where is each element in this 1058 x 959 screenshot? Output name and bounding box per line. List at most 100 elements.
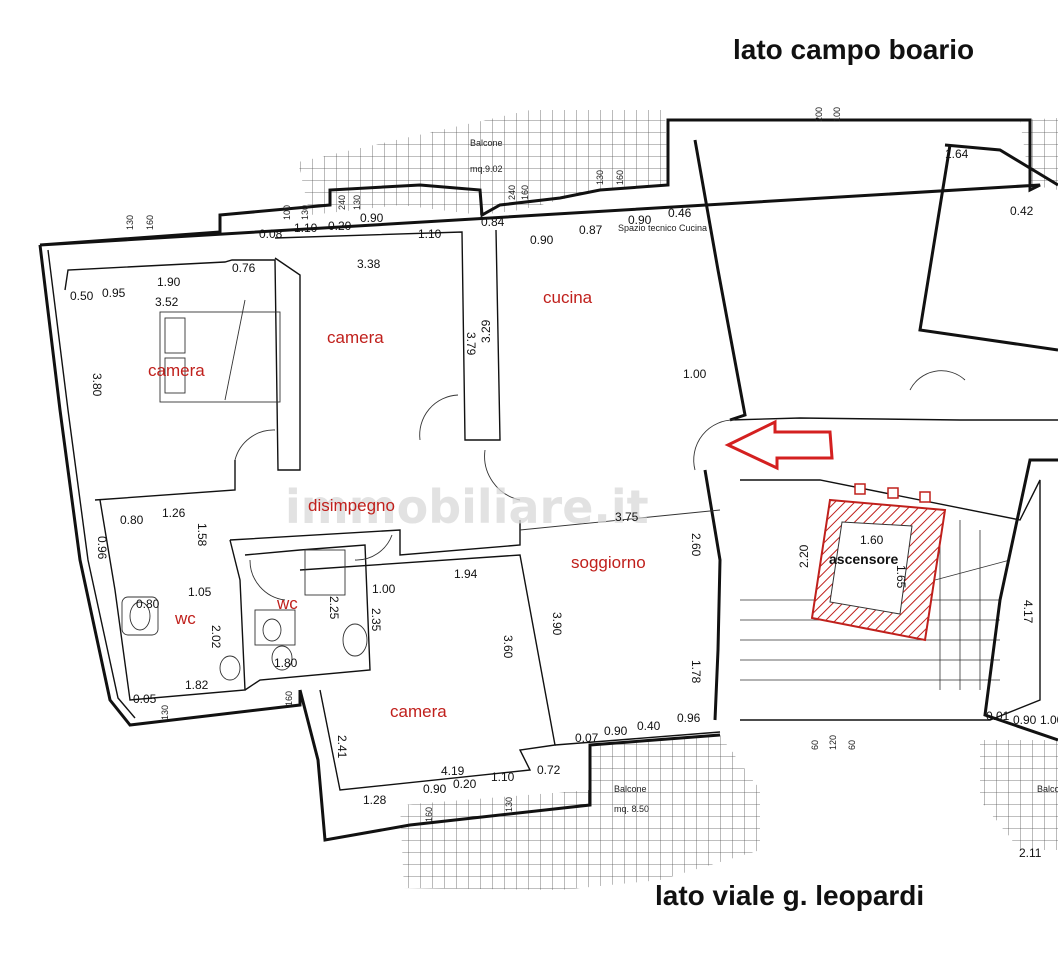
dimension-label: 1.10 — [491, 770, 515, 784]
dimension-label: 1.28 — [363, 793, 387, 807]
dimension-label: 0.90 — [360, 211, 384, 225]
dimension-label: 1.00 — [1040, 713, 1058, 727]
wall-camera-center — [274, 229, 501, 441]
dimension-label: 1.10 — [294, 221, 318, 235]
dimension-label: 3.79 — [464, 332, 478, 356]
window-mark: 130 — [595, 170, 605, 185]
outer-wall-left — [38, 244, 302, 727]
dimension-label: 0.40 — [637, 719, 661, 733]
dimension-label: 1.00 — [683, 367, 707, 381]
window-mark: 60 — [847, 740, 857, 750]
room-label-soggiorno: soggiorno — [571, 553, 646, 572]
balcony-bottom-label: Balcone — [614, 784, 647, 794]
dimension-label: 0.50 — [70, 289, 94, 303]
dimension-label: 3.38 — [357, 257, 381, 271]
dimension-label: 2.41 — [335, 735, 349, 759]
heading-top: lato campo boario — [733, 34, 975, 65]
dimension-label: 0.42 — [1010, 204, 1034, 218]
window-marks: 130 160 100 130 240 130 240 160 130 160 … — [125, 107, 857, 822]
window-mark: 160 — [615, 170, 625, 185]
dimension-label: 1.60 — [860, 533, 884, 547]
stair-wall — [729, 417, 1058, 421]
dimension-label: 1.78 — [689, 660, 703, 684]
dimension-labels: 0.50 0.95 1.90 3.52 0.76 0.08 1.10 0.20 … — [70, 147, 1058, 860]
room-label-cucina: cucina — [543, 288, 593, 307]
dimension-label: 0.01 — [986, 709, 1010, 723]
dimension-label: 3.52 — [155, 295, 179, 309]
balcony-bottom — [400, 735, 760, 890]
wall-cucina-right — [693, 139, 747, 422]
dimension-label: 0.20 — [328, 219, 352, 233]
window-mark: 130 — [300, 205, 310, 220]
wall-camera-left — [64, 257, 301, 471]
balcony-top-area: mq.9.02 — [470, 164, 503, 174]
dimension-label: 1.58 — [195, 523, 209, 547]
dimension-label: 0.72 — [537, 763, 561, 777]
window-mark: 240 — [337, 195, 347, 210]
dimension-label: 1.64 — [945, 147, 969, 161]
dimension-label: 2.20 — [797, 544, 811, 568]
elevator-markers — [854, 483, 931, 503]
balcony-right-label: Balcone — [1037, 784, 1058, 794]
window-mark: 160 — [424, 807, 434, 822]
window-mark: 130 — [352, 195, 362, 210]
dimension-label: 0.95 — [102, 286, 126, 300]
wall-wc-left — [99, 499, 246, 701]
dimension-label: 1.26 — [162, 506, 186, 520]
balcony-top — [298, 110, 668, 215]
stair-outline — [740, 479, 1041, 721]
window-mark: 60 — [810, 740, 820, 750]
dimension-label: 2.11 — [1019, 846, 1042, 860]
wall-camera-left-bottom — [94, 460, 236, 501]
balcony-right — [980, 740, 1058, 850]
room-label-wc-center: wc — [276, 594, 298, 613]
wall-disimpegno — [229, 520, 521, 556]
window-mark: 200 — [814, 107, 824, 122]
dimension-label: 0.05 — [133, 692, 157, 706]
neighbour-wall-right — [918, 144, 1058, 352]
dimension-label: 0.90 — [530, 233, 554, 247]
dimension-label: 0.80 — [136, 597, 160, 611]
balcony-top-right — [1020, 118, 1058, 190]
dimension-label: 2.02 — [209, 625, 223, 649]
entrance-arrow — [724, 419, 834, 471]
elevator-cab — [829, 521, 913, 615]
heading-bottom: lato viale g. leopardi — [655, 880, 925, 911]
window-mark: 100 — [832, 107, 842, 122]
tech-space-label: Spazio tecnico Cucina — [618, 223, 707, 233]
dimension-label: 0.90 — [1013, 713, 1037, 727]
balcony-bottom-area: mq. 8.50 — [614, 804, 649, 814]
line-soggiorno-cucina — [519, 509, 721, 531]
dimension-label: 1.94 — [454, 567, 478, 581]
window-mark: 160 — [284, 691, 294, 706]
room-label-camera-left: camera — [148, 361, 205, 380]
dimension-label: 4.19 — [441, 764, 465, 778]
room-label-ascensore: ascensore — [829, 551, 898, 567]
dimension-label: 0.07 — [575, 731, 599, 745]
neighbour-wall-bottom — [983, 458, 1058, 742]
room-label-disimpegno: disimpegno — [308, 496, 395, 515]
wall-soggiorno-bottom — [554, 731, 721, 746]
dimension-label: 1.65 — [894, 565, 908, 589]
dimension-label: 0.90 — [423, 782, 447, 796]
dimension-label: 0.20 — [453, 777, 477, 791]
window-mark: 130 — [160, 705, 170, 720]
window-mark: 130 — [125, 215, 135, 230]
dimension-label: 1.80 — [274, 656, 298, 670]
dimension-label: 0.46 — [668, 206, 692, 220]
dimension-label: 3.75 — [615, 510, 639, 524]
dimension-label: 0.96 — [677, 711, 701, 725]
room-label-camera-bottom: camera — [390, 702, 447, 721]
neighbour-wall-top — [944, 143, 1058, 187]
wall-wc-center — [244, 544, 371, 691]
dimension-label: 3.29 — [479, 319, 493, 343]
dimension-label: 0.80 — [120, 513, 144, 527]
outer-wall — [39, 118, 1041, 247]
dimension-label: 2.25 — [327, 596, 341, 620]
window-mark: 100 — [282, 205, 292, 220]
dimension-label: 3.60 — [501, 635, 515, 659]
dimension-label: 0.87 — [579, 223, 603, 237]
window-mark: 120 — [828, 735, 838, 750]
room-label-wc-left: wc — [174, 609, 196, 628]
